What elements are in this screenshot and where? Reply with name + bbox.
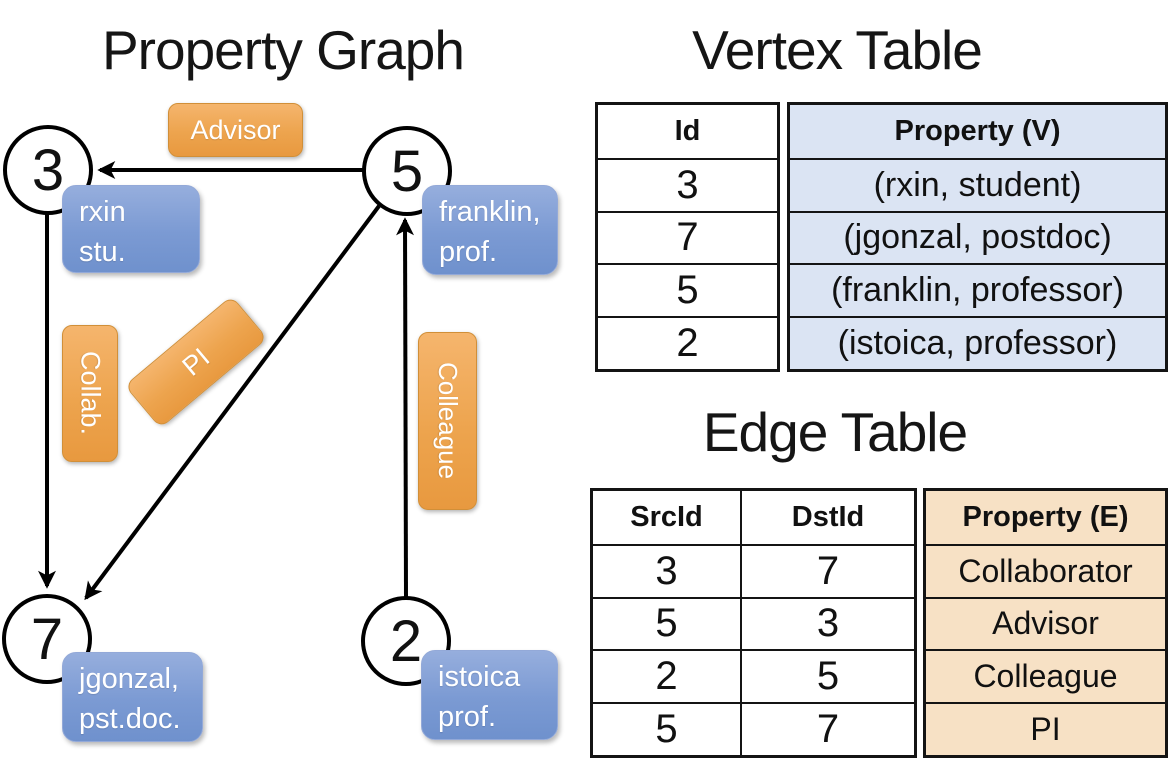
vertex-table-title: Vertex Table (692, 19, 983, 81)
table-cell: (franklin, professor) (790, 263, 1165, 316)
edge-pi-line (84, 204, 381, 601)
table-cell: 7 (598, 210, 777, 264)
table-cell: (rxin, student) (790, 157, 1165, 211)
edge-table-header-property: Property (E) (962, 500, 1129, 533)
edge-table-header-srcid: SrcId (630, 500, 703, 533)
edge-label-collab: Collab. (62, 325, 118, 462)
node-id: 2 (389, 608, 423, 674)
vertex-property-box-5: franklin, prof. (422, 185, 558, 275)
table-cell: (jgonzal, postdoc) (790, 210, 1165, 264)
vertex-property-box-7: jgonzal, pst.doc. (62, 652, 203, 742)
table-cell: 2 (598, 316, 777, 369)
table-cell: 5 (740, 649, 914, 703)
edge-colleague-line (396, 217, 415, 599)
vertex-property-line: franklin, (439, 196, 541, 228)
vertex-property-line: jgonzal, (79, 663, 179, 695)
edge-label-colleague: Colleague (418, 332, 477, 510)
table-cell: 7 (740, 543, 914, 597)
table-cell: 3 (598, 157, 777, 211)
vertex-property-line: rxin (79, 196, 126, 228)
edge-table-title: Edge Table (702, 401, 968, 463)
table-cell: Collaborator (926, 543, 1165, 597)
graph-node-3: 3 (3, 125, 93, 215)
table-cell: 2 (593, 649, 740, 702)
vertex-table: Id 3 7 5 2 Property (V) (rxin, student) … (595, 102, 1168, 372)
edge-label-advisor: Advisor (168, 103, 303, 157)
table-cell: 7 (740, 702, 914, 755)
edge-table-id-columns: SrcId DstId 3 7 5 3 2 5 5 7 (590, 488, 917, 758)
vertex-property-box-3: rxin stu. (62, 185, 200, 273)
table-cell: Advisor (926, 596, 1165, 650)
vertex-property-line: pst.doc. (79, 703, 181, 736)
table-cell: 3 (593, 543, 740, 597)
table-cell: 3 (740, 596, 914, 650)
table-cell: 5 (593, 702, 740, 755)
vertex-property-line: istoica (438, 661, 521, 693)
vertex-table-property-column: Property (V) (rxin, student) (jgonzal, p… (787, 102, 1168, 372)
node-id: 3 (31, 137, 65, 203)
node-id: 7 (30, 606, 64, 672)
edge-table-property-column: Property (E) Collaborator Advisor Collea… (923, 488, 1168, 758)
vertex-property-line: prof. (438, 701, 497, 734)
table-cell: 5 (593, 596, 740, 650)
vertex-table-header-property: Property (V) (894, 114, 1061, 147)
edge-table: SrcId DstId 3 7 5 3 2 5 5 7 Property (E)… (590, 488, 1168, 758)
table-cell: Colleague (926, 649, 1165, 702)
vertex-property-line: prof. (439, 236, 498, 269)
vertex-property-line: stu. (79, 236, 126, 269)
property-graph-title: Property Graph (101, 19, 465, 81)
table-cell: PI (926, 702, 1165, 755)
vertex-table-id-column: Id 3 7 5 2 (595, 102, 780, 372)
table-cell: 5 (598, 263, 777, 316)
vertex-table-header-id: Id (674, 114, 701, 147)
vertex-property-box-2: istoica prof. (421, 650, 558, 740)
edge-table-header-dstid: DstId (740, 491, 914, 544)
node-id: 5 (390, 138, 424, 204)
table-cell: (istoica, professor) (790, 316, 1165, 369)
